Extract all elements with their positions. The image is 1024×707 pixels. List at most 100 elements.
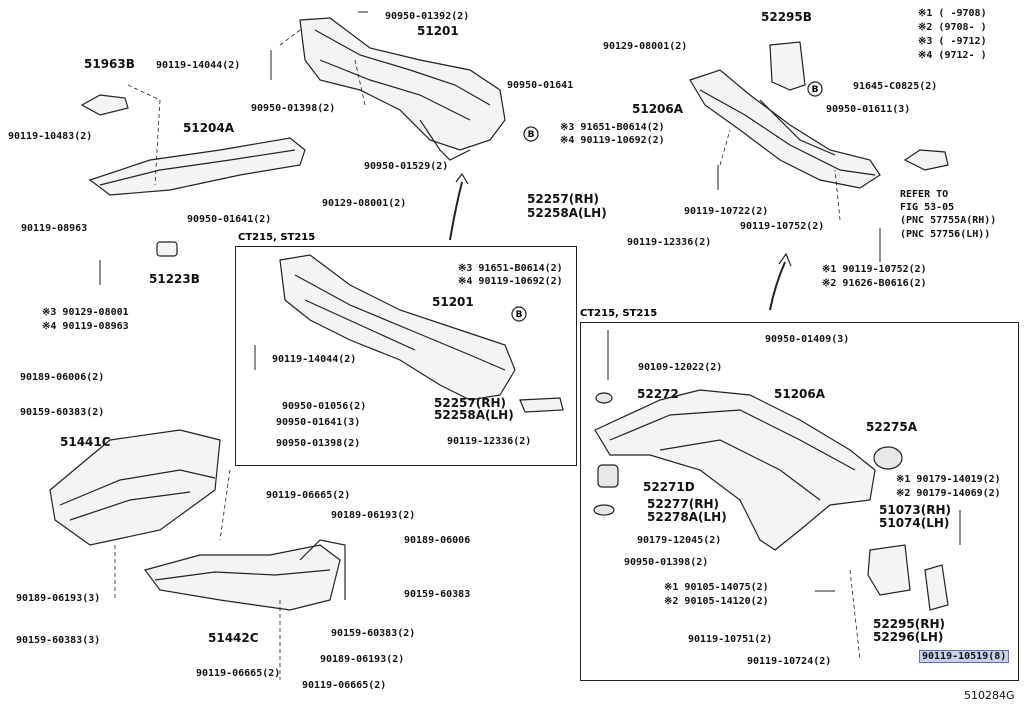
part-90119-10692-a[interactable]: ※4 90119-10692(2) xyxy=(560,135,665,146)
part-52296[interactable]: 52296(LH) xyxy=(873,630,944,644)
part-90179-12045[interactable]: 90179-12045(2) xyxy=(637,535,722,546)
bracket-52295 xyxy=(924,564,949,611)
washer-52277 xyxy=(593,504,615,516)
part-90950-01641-c[interactable]: 90950-01641(3) xyxy=(276,417,361,428)
part-52257-b[interactable]: 52257(RH) xyxy=(434,396,506,410)
refer-bracket xyxy=(903,149,949,171)
part-91651-b0614-a[interactable]: ※3 91651-B0614(2) xyxy=(560,122,665,133)
part-51206a-a[interactable]: 51206A xyxy=(632,102,684,116)
part-51206a-b[interactable]: 51206A xyxy=(774,387,826,401)
bushing-52272 xyxy=(595,392,613,404)
bracket-52257-box xyxy=(519,397,564,413)
part-90129-08001-a[interactable]: 90129-08001(2) xyxy=(322,198,407,209)
figure-code: 510284G xyxy=(964,689,1015,702)
part-90950-01641-b[interactable]: 90950-01641(2) xyxy=(187,214,272,225)
part-90119-10519-highlighted[interactable]: 90119-10519(8) xyxy=(919,650,1010,663)
crossmember-51201-box xyxy=(279,254,516,401)
part-90189-06193-c[interactable]: 90189-06193(2) xyxy=(320,654,405,665)
part-51441c[interactable]: 51441C xyxy=(60,435,111,449)
part-90950-01529[interactable]: 90950-01529(2) xyxy=(364,161,449,172)
part-90105-14120[interactable]: ※2 90105-14120(2) xyxy=(664,596,769,607)
inset-box-ct215-right xyxy=(580,322,1019,681)
part-90189-06006-b[interactable]: 90189-06006 xyxy=(404,535,471,546)
part-90119-06665-a[interactable]: 90119-06665(2) xyxy=(266,490,351,501)
part-90950-01398-c[interactable]: 90950-01398(2) xyxy=(624,557,709,568)
part-91626-b0616[interactable]: ※2 91626-B0616(2) xyxy=(822,278,927,289)
part-90189-06193-b[interactable]: 90189-06193(3) xyxy=(16,593,101,604)
part-90159-60383-a[interactable]: 90159-60383(2) xyxy=(20,407,105,418)
part-51963b[interactable]: 51963B xyxy=(84,57,135,71)
part-91651-b0614-b[interactable]: ※3 91651-B0614(2) xyxy=(458,263,563,274)
part-90129-08001-b[interactable]: ※3 90129-08001 xyxy=(42,307,129,318)
part-90119-14044-a[interactable]: 90119-14044(2) xyxy=(156,60,241,71)
note-4: ※4 (9712- ) xyxy=(918,50,987,61)
part-90105-14075[interactable]: ※1 90105-14075(2) xyxy=(664,582,769,593)
part-91645-c0825[interactable]: 91645-C0825(2) xyxy=(853,81,938,92)
part-90950-01398-a[interactable]: 90950-01398(2) xyxy=(251,103,336,114)
part-90950-01611[interactable]: 90950-01611(3) xyxy=(826,104,911,115)
part-90119-14044-b[interactable]: 90119-14044(2) xyxy=(272,354,357,365)
part-90129-08001-c[interactable]: 90129-08001(2) xyxy=(603,41,688,52)
part-90950-01409[interactable]: 90950-01409(3) xyxy=(765,334,850,345)
crossmember-51201-top xyxy=(299,17,506,151)
part-90119-08963-b[interactable]: ※4 90119-08963 xyxy=(42,321,129,332)
refer-line-3[interactable]: (PNC 57755A(RH)) xyxy=(900,215,997,226)
part-52295[interactable]: 52295(RH) xyxy=(873,617,945,631)
part-90119-10483[interactable]: 90119-10483(2) xyxy=(8,131,93,142)
inset-title-right: CT215, ST215 xyxy=(580,308,658,319)
part-52295b[interactable]: 52295B xyxy=(761,10,812,24)
part-90159-60383-c[interactable]: 90159-60383(3) xyxy=(16,635,101,646)
bushing-52275a xyxy=(873,446,903,470)
part-52272[interactable]: 52272 xyxy=(637,387,679,401)
bracket-52295b xyxy=(769,41,806,91)
svg-text:B: B xyxy=(528,130,535,140)
part-90119-10722[interactable]: 90119-10722(2) xyxy=(684,206,769,217)
part-90189-06193-a[interactable]: 90189-06193(2) xyxy=(331,510,416,521)
part-90159-60383-d[interactable]: 90159-60383(2) xyxy=(331,628,416,639)
part-90119-12336-b[interactable]: 90119-12336(2) xyxy=(627,237,712,248)
part-51073[interactable]: 51073(RH) xyxy=(879,503,951,517)
bracket-51963b xyxy=(80,94,129,116)
part-90179-14019[interactable]: ※1 90179-14019(2) xyxy=(896,474,1001,485)
part-90179-14069[interactable]: ※2 90179-14069(2) xyxy=(896,488,1001,499)
part-90119-08963-a[interactable]: 90119-08963 xyxy=(21,223,88,234)
part-51201-a[interactable]: 51201 xyxy=(417,24,459,38)
part-90119-10752-a[interactable]: 90119-10752(2) xyxy=(740,221,825,232)
part-90119-12336-a[interactable]: 90119-12336(2) xyxy=(447,436,532,447)
part-90950-01056[interactable]: 90950-01056(2) xyxy=(282,401,367,412)
part-52257-a[interactable]: 52257(RH) xyxy=(527,192,599,206)
part-90119-06665-c[interactable]: 90119-06665(2) xyxy=(302,680,387,691)
part-90950-01641-a[interactable]: 90950-01641 xyxy=(507,80,574,91)
part-52278a[interactable]: 52278A(LH) xyxy=(647,510,727,524)
refer-line-4[interactable]: (PNC 57756(LH)) xyxy=(900,229,991,240)
mount-51073 xyxy=(867,544,911,596)
part-51442c[interactable]: 51442C xyxy=(208,631,259,645)
undercover-51441c xyxy=(49,429,221,546)
part-90119-10751[interactable]: 90119-10751(2) xyxy=(688,634,773,645)
part-51204a[interactable]: 51204A xyxy=(183,121,235,135)
part-90159-60383-b[interactable]: 90159-60383 xyxy=(404,589,471,600)
part-52258a-b[interactable]: 52258A(LH) xyxy=(434,408,514,422)
part-90119-06665-b[interactable]: 90119-06665(2) xyxy=(196,668,281,679)
part-90950-01392[interactable]: 90950-01392(2) xyxy=(385,11,470,22)
svg-text:B: B xyxy=(516,310,523,320)
stopper-51223b xyxy=(156,241,178,257)
crossmember-51206a-top xyxy=(689,69,881,189)
bushing-52271d xyxy=(597,464,619,488)
part-52277[interactable]: 52277(RH) xyxy=(647,497,719,511)
part-52271d[interactable]: 52271D xyxy=(643,480,695,494)
part-51223b[interactable]: 51223B xyxy=(149,272,200,286)
part-51201-b[interactable]: 51201 xyxy=(432,295,474,309)
part-90119-10752-b[interactable]: ※1 90119-10752(2) xyxy=(822,264,927,275)
part-90189-06006-a[interactable]: 90189-06006(2) xyxy=(20,372,105,383)
part-52258a-a[interactable]: 52258A(LH) xyxy=(527,206,607,220)
part-90119-10724[interactable]: 90119-10724(2) xyxy=(747,656,832,667)
note-1: ※1 ( -9708) xyxy=(918,8,987,19)
part-51074[interactable]: 51074(LH) xyxy=(879,516,950,530)
part-90109-12022[interactable]: 90109-12022(2) xyxy=(638,362,723,373)
part-90119-10692-b[interactable]: ※4 90119-10692(2) xyxy=(458,276,563,287)
part-52275a[interactable]: 52275A xyxy=(866,420,918,434)
part-90950-01398-b[interactable]: 90950-01398(2) xyxy=(276,438,361,449)
